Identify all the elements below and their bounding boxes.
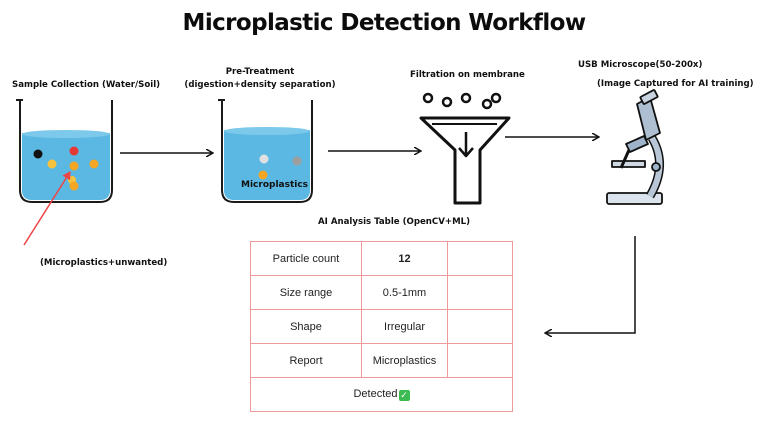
table-cell-value: Microplastics xyxy=(361,343,448,378)
ai-analysis-table: Particle count 12 Size range 0.5-1mm Sha… xyxy=(250,241,513,412)
particle-dot xyxy=(292,156,302,166)
beaker-microplastics-label: Microplastics xyxy=(241,180,309,190)
particle-dot xyxy=(69,161,79,171)
sample-collection-label: Sample Collection (Water/Soil) xyxy=(12,80,161,90)
table-row: Shape Irregular xyxy=(250,309,513,344)
filtration-label: Filtration on membrane xyxy=(410,70,525,80)
table-row: Report Microplastics xyxy=(250,343,513,378)
pretreatment-beaker-icon xyxy=(218,99,313,203)
detected-status: Detected xyxy=(353,388,398,400)
table-cell-value: 0.5-1mm xyxy=(361,275,448,310)
microscope-label-line1: USB Microscope(50-200x) xyxy=(578,60,703,70)
table-cell-label: Report xyxy=(250,343,362,378)
diagram-title: Microplastic Detection Workflow xyxy=(182,10,587,36)
table-cell-value: 12 xyxy=(361,241,448,276)
table-cell-empty xyxy=(447,343,513,378)
particle-dot xyxy=(33,149,43,159)
table-title: AI Analysis Table (OpenCV+ML) xyxy=(318,217,471,227)
table-cell-empty xyxy=(447,309,513,344)
pretreatment-label: Pre-Treatment (digestion+density separat… xyxy=(180,66,340,92)
check-mark-icon: ✓ xyxy=(398,390,410,401)
particle-dot xyxy=(69,181,79,191)
table-footer-cell: Detected✓ xyxy=(250,377,513,412)
sample-beaker-icon xyxy=(16,99,113,203)
table-cell-empty xyxy=(447,241,513,276)
particle-dot xyxy=(89,159,99,169)
table-row: Size range 0.5-1mm xyxy=(250,275,513,310)
particle-dot xyxy=(69,146,79,156)
particle-dot xyxy=(258,170,268,180)
table-cell-value: Irregular xyxy=(361,309,448,344)
microscope-icon xyxy=(606,89,665,205)
table-footer-row: Detected✓ xyxy=(250,377,513,412)
table-row: Particle count 12 xyxy=(250,241,513,276)
table-cell-label: Size range xyxy=(250,275,362,310)
pretreatment-label-line1: Pre-Treatment xyxy=(225,67,295,77)
particle-dot xyxy=(47,159,57,169)
microplastics-unwanted-annotation: (Microplastics+unwanted) xyxy=(40,258,168,268)
pretreatment-label-line2: (digestion+density separation) xyxy=(184,80,336,90)
particle-dot xyxy=(259,154,269,164)
funnel-icon xyxy=(419,92,511,205)
table-cell-label: Shape xyxy=(250,309,362,344)
table-cell-label: Particle count xyxy=(250,241,362,276)
arrow-microscope-to-table xyxy=(546,236,636,333)
microscope-label-line2: (Image Captured for AI training) xyxy=(597,79,754,89)
annotation-arrow xyxy=(23,171,71,246)
table-cell-empty xyxy=(447,275,513,310)
